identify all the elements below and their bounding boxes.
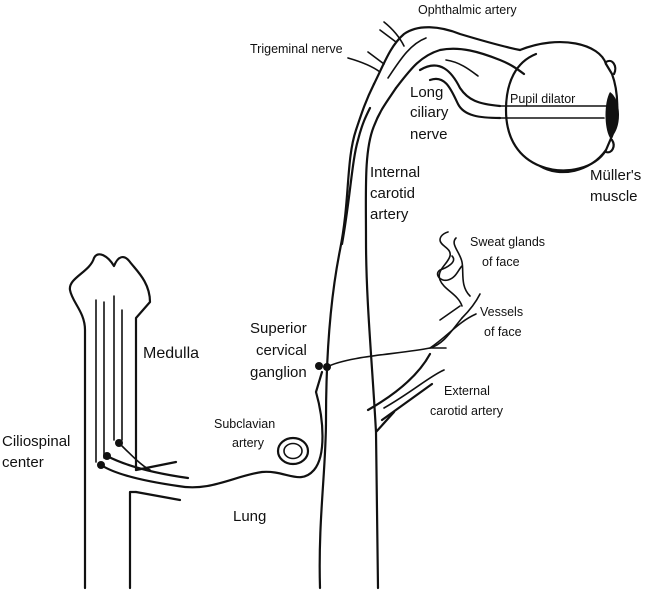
label-external-carotid-line1: External [444, 384, 490, 398]
label-scg-line1: Superior [250, 320, 307, 337]
label-vessels-line1: Vessels [480, 305, 523, 319]
label-trigeminal-nerve: Trigeminal nerve [250, 42, 343, 56]
label-internal-carotid-line1: Internal [370, 164, 420, 181]
label-subclavian-line2: artery [232, 436, 265, 450]
label-mullers-line2: muscle [590, 188, 638, 205]
label-internal-carotid-line2: carotid [370, 185, 415, 202]
label-long-ciliary-line3: nerve [410, 126, 448, 143]
spinal-cord-right-edge [128, 490, 138, 590]
label-medulla: Medulla [143, 345, 199, 362]
label-lung: Lung [233, 508, 266, 525]
internal-carotid-left-wall [318, 82, 376, 590]
label-ciliospinal-line1: Ciliospinal [2, 433, 70, 450]
label-scg-line2: cervical [256, 342, 307, 359]
label-scg-line3: ganglion [250, 364, 307, 381]
eye [499, 40, 619, 174]
medulla-outline [68, 253, 152, 590]
label-mullers-line1: Müller's [590, 167, 641, 184]
label-long-ciliary-line1: Long [410, 84, 443, 101]
label-external-carotid-line2: carotid artery [430, 404, 504, 418]
label-ciliospinal-line2: center [2, 454, 44, 471]
ophthalmic-branches [347, 21, 526, 120]
label-internal-carotid-line3: artery [370, 206, 409, 223]
label-sweat-glands-line2: of face [482, 255, 520, 269]
label-sweat-glands-line1: Sweat glands [470, 235, 545, 249]
lens [605, 92, 619, 138]
label-long-ciliary-line2: ciliary [410, 104, 449, 121]
spinal-cord [68, 253, 182, 590]
subclavian-artery [276, 436, 310, 466]
label-pupil-dilator: Pupil dilator [510, 92, 575, 106]
sweat-gland [436, 231, 471, 307]
internal-carotid-right-wall [364, 86, 398, 590]
preganglionic-fiber [99, 370, 324, 489]
carotid-arteries [318, 82, 445, 590]
label-vessels-line2: of face [484, 325, 522, 339]
labels: Ophthalmic artery Trigeminal nerve Long … [2, 3, 641, 525]
label-ophthalmic-artery: Ophthalmic artery [418, 3, 517, 17]
fibers-to-face [326, 293, 481, 368]
label-subclavian-line1: Subclavian [214, 417, 275, 431]
